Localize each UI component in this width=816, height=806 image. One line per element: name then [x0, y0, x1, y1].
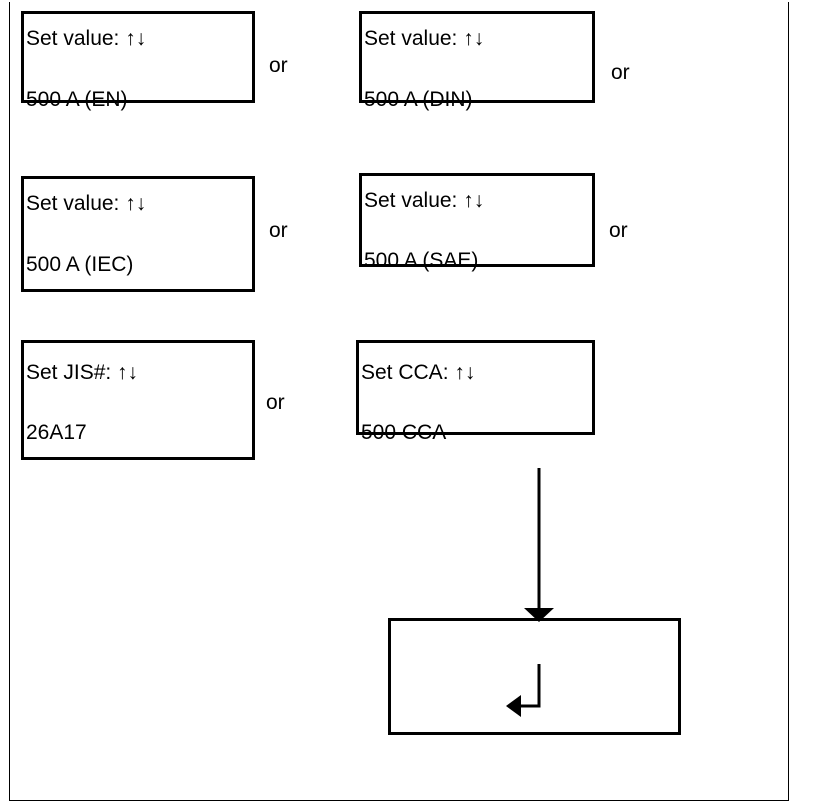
screen-sae-line2: 500 A (SAE)	[364, 249, 479, 272]
screen-din-line1: Set value: ↑↓	[364, 27, 485, 50]
lcd-screen-jis	[21, 340, 255, 460]
or-label-3: or	[269, 219, 288, 242]
diagram-frame	[9, 2, 789, 801]
lcd-screen-cca	[356, 340, 595, 435]
screen-din-line2: 500 A (DIN)	[364, 88, 473, 111]
screen-sae-line1: Set value: ↑↓	[364, 189, 485, 212]
screen-iec-line1: Set value: ↑↓	[26, 192, 147, 215]
lcd-screen-sae	[359, 173, 595, 267]
screen-en-line1: Set value: ↑↓	[26, 27, 147, 50]
screen-cca-line2: 500 CCA	[361, 421, 447, 444]
flow-arrowhead	[524, 608, 554, 622]
or-label-2: or	[611, 61, 630, 84]
or-label-5: or	[266, 391, 285, 414]
screen-cca-line1: Set CCA: ↑↓	[361, 361, 476, 384]
enter-icon	[506, 664, 541, 717]
screen-en-line2: 500 A (EN)	[26, 88, 128, 111]
lcd-screen-en	[21, 11, 255, 103]
or-label-1: or	[269, 54, 288, 77]
lcd-screen-din	[359, 11, 595, 103]
enter-key-box	[388, 618, 681, 735]
screen-jis-line2: 26A17	[26, 421, 87, 444]
screen-jis-line1: Set JIS#: ↑↓	[26, 361, 139, 384]
lcd-screen-iec	[21, 176, 255, 292]
screen-iec-line2: 500 A (IEC)	[26, 253, 134, 276]
or-label-4: or	[609, 219, 628, 242]
